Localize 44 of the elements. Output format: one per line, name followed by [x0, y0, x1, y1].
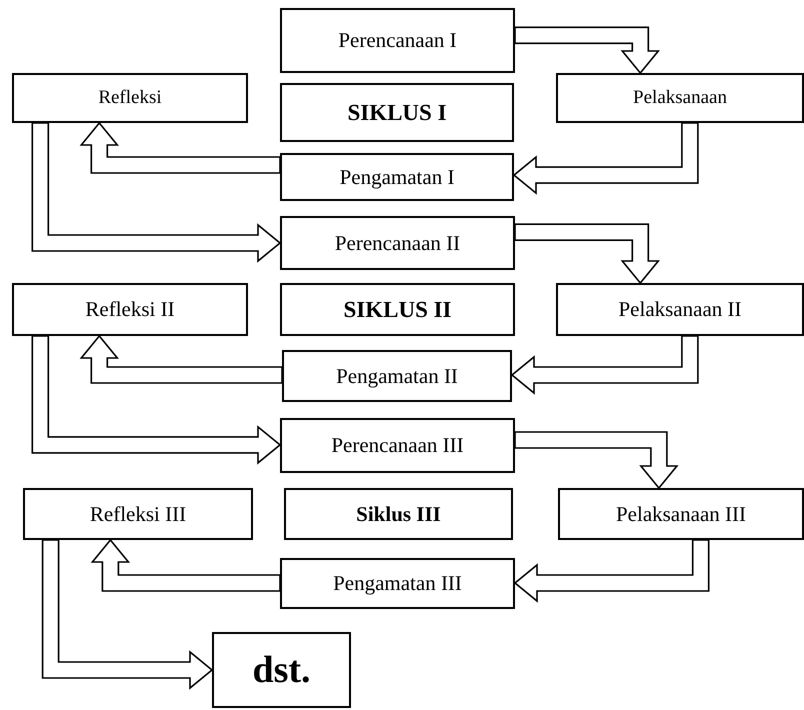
box-label: Pelaksanaan II [618, 297, 742, 322]
process-box [280, 418, 515, 473]
box-label: Refleksi II [85, 297, 175, 322]
box-label: Pengamatan II [336, 364, 458, 388]
process-box [284, 488, 513, 540]
box-label: Perencanaan I [338, 28, 457, 53]
block-arrow [514, 223, 660, 284]
box-label: Perencanaan II [334, 230, 460, 256]
block-arrow [514, 26, 660, 74]
process-box [282, 350, 512, 402]
block-arrow [90, 538, 281, 592]
block-arrow [512, 122, 699, 195]
box-label: Pengamatan I [340, 164, 454, 190]
box-label: Pelaksanaan III [616, 502, 746, 526]
block-arrow [42, 539, 214, 690]
process-box [280, 558, 515, 609]
process-box [280, 153, 514, 201]
box-label: Refleksi [98, 87, 162, 109]
box-label: Refleksi III [90, 502, 186, 526]
block-arrow [80, 122, 281, 174]
process-box [12, 283, 248, 336]
box-label: Pelaksanaan [633, 87, 727, 109]
box-label: dst. [252, 648, 311, 692]
block-arrow [32, 122, 282, 263]
process-box [23, 488, 253, 540]
process-box [280, 83, 514, 142]
block-arrow [514, 431, 679, 490]
box-label: SIKLUS I [347, 100, 447, 126]
process-box [12, 73, 248, 123]
block-arrow [32, 335, 282, 465]
process-box [280, 216, 515, 270]
process-box [280, 283, 515, 336]
process-box [556, 73, 804, 123]
process-box [212, 632, 351, 708]
box-label: SIKLUS II [343, 296, 452, 322]
box-label: Perencanaan III [331, 433, 464, 458]
block-arrow [80, 334, 283, 384]
box-label: Siklus III [356, 502, 441, 526]
block-arrow [510, 335, 699, 395]
block-arrow [514, 539, 710, 603]
process-box [280, 8, 515, 73]
process-box [558, 488, 804, 540]
box-label: Pengamatan III [333, 571, 462, 596]
process-box [556, 283, 804, 336]
